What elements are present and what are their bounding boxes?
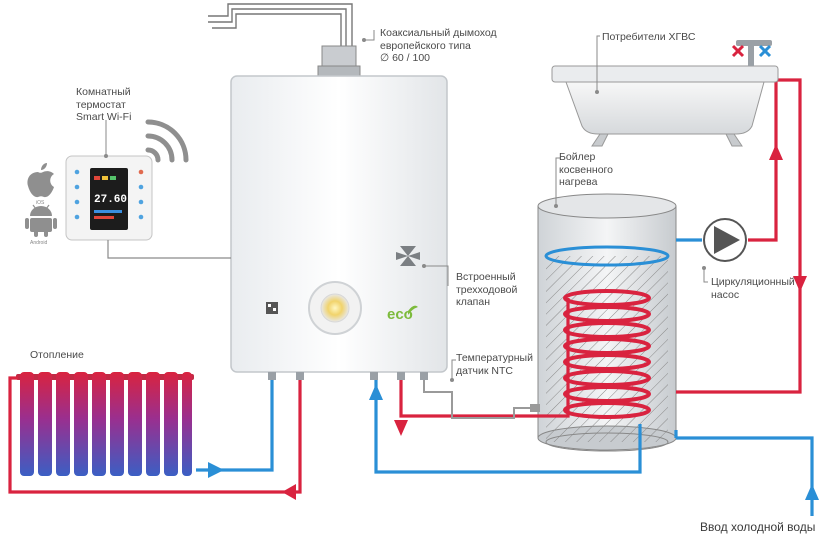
flow-arrow-recirculation bbox=[793, 276, 807, 292]
chimney-flange bbox=[317, 65, 361, 77]
flow-arrow-heating-return bbox=[208, 462, 224, 478]
leader-lines bbox=[105, 30, 708, 380]
flow-arrow-tank-return bbox=[369, 384, 383, 400]
flow-arrow-tank-supply bbox=[394, 420, 408, 436]
label-three-way-valve: Встроенный трехходовой клапан bbox=[456, 271, 518, 308]
ntc-sensor-wire bbox=[423, 380, 532, 419]
apple-icon bbox=[27, 163, 54, 198]
ntc-sensor bbox=[530, 404, 540, 412]
flow-arrow-cold-inlet bbox=[805, 484, 819, 500]
cold-tap-icon bbox=[758, 44, 772, 58]
smart-thermostat bbox=[65, 155, 153, 241]
radiator bbox=[16, 372, 194, 476]
three-way-valve-icon bbox=[396, 246, 420, 266]
flow-arrow-heating-supply bbox=[282, 484, 296, 500]
label-heating: Отопление bbox=[30, 349, 84, 361]
android-icon bbox=[25, 204, 57, 237]
circulation-pump bbox=[703, 218, 747, 262]
boiler-outlets bbox=[268, 372, 428, 380]
label-circulation-pump: Циркуляционный насос bbox=[711, 276, 795, 301]
heat-exchanger-coil bbox=[563, 289, 651, 419]
thermostat-temperature: 27.60 bbox=[94, 194, 127, 206]
qr-code bbox=[266, 302, 278, 314]
label-chimney: Коаксиальный дымоход европейского типа ∅… bbox=[380, 27, 497, 64]
android-label: Android bbox=[30, 240, 47, 246]
flow-arrow-hot-water-up bbox=[769, 144, 783, 160]
hot-tap-icon bbox=[731, 44, 745, 58]
thermostat-display-bars bbox=[94, 176, 122, 219]
gas-boiler bbox=[230, 75, 448, 373]
eco-logo: eco bbox=[387, 306, 413, 323]
thermostat-cable bbox=[107, 240, 231, 259]
label-hot-water-consumers: Потребители ХГВС bbox=[602, 31, 696, 43]
ios-label: iOS bbox=[36, 200, 45, 206]
bathtub bbox=[551, 40, 779, 147]
label-cold-water-inlet: Ввод холодной воды bbox=[700, 520, 816, 534]
label-indirect-boiler: Бойлер косвенного нагрева bbox=[559, 151, 613, 188]
chimney-pipes bbox=[208, 3, 353, 46]
leader-dots bbox=[104, 38, 706, 382]
leaf-icon bbox=[408, 305, 418, 315]
label-ntc-sensor: Температурный датчик NTC bbox=[456, 352, 533, 377]
label-thermostat: Комнатный термостат Smart Wi-Fi bbox=[76, 86, 132, 123]
wifi-icon bbox=[145, 119, 189, 163]
